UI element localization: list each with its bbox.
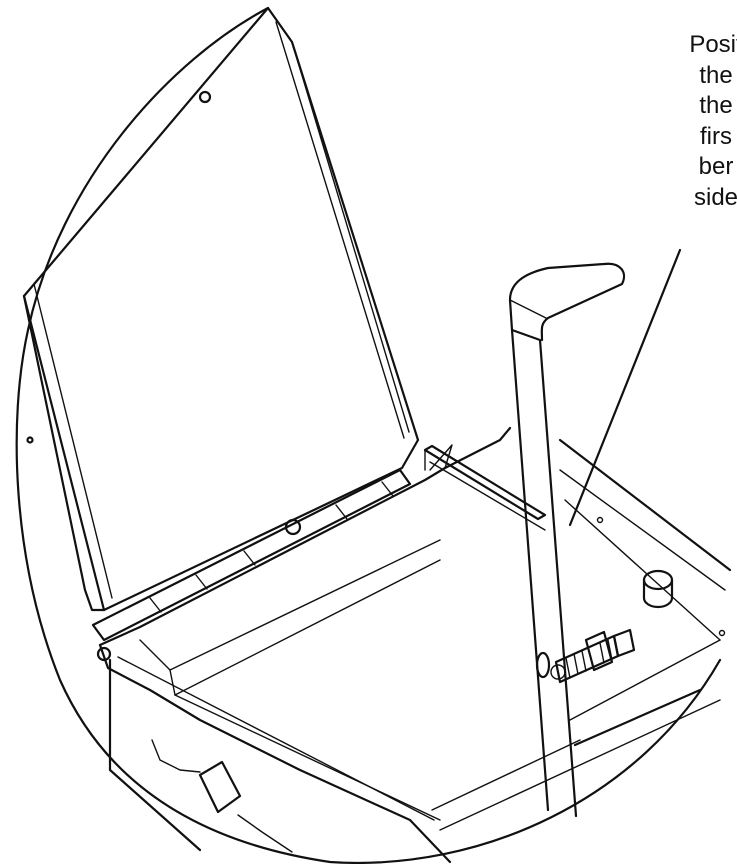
lid-screw-hole <box>198 90 212 104</box>
front-latch <box>151 739 293 853</box>
open-lid <box>22 6 420 612</box>
top-cap <box>642 569 674 609</box>
bracket-slot <box>535 651 551 679</box>
callout-line: the <box>699 92 733 119</box>
box-body <box>98 426 732 864</box>
hinge-pin-left <box>96 646 112 662</box>
callout-line: firs <box>700 122 732 150</box>
lid-hinge <box>91 468 412 662</box>
handle-bracket <box>508 262 626 818</box>
hinge-pin-center <box>284 518 302 536</box>
threaded-bolt <box>550 628 636 684</box>
viewport-outline <box>15 6 722 864</box>
cross-rail <box>423 444 547 531</box>
callout-leader-line <box>568 248 682 527</box>
callout-line: the <box>699 61 733 89</box>
box-side-hole <box>718 629 726 637</box>
box-corner-hole <box>596 516 604 524</box>
lid-small-hole <box>26 436 34 444</box>
callout-line: side <box>693 183 737 211</box>
callout-line: ber <box>698 153 734 180</box>
